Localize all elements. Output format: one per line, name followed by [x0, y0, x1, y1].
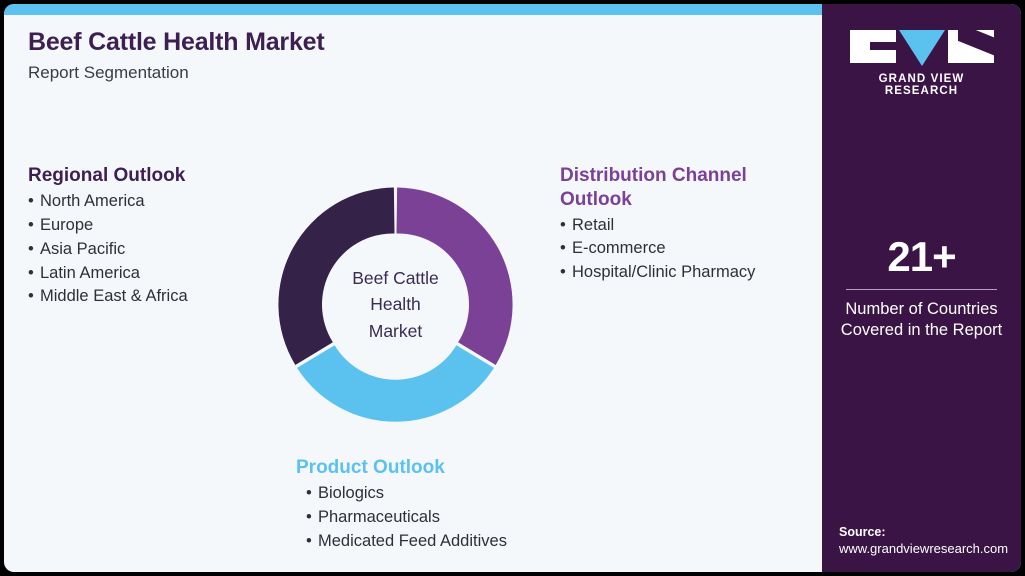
list-item: Retail [560, 214, 810, 238]
countries-stat-block: 21+ Number of Countries Covered in the R… [822, 236, 1021, 342]
donut-segment-distribution [396, 187, 513, 365]
page-title: Beef Cattle Health Market [28, 28, 325, 56]
brand-logo: GRAND VIEW RESEARCH [849, 30, 995, 97]
stat-label-line-1: Number of Countries [845, 300, 998, 318]
regional-outlook-list: North America Europe Asia Pacific Latin … [28, 190, 188, 310]
product-outlook-heading: Product Outlook [296, 457, 445, 478]
regional-outlook-heading: Regional Outlook [28, 165, 186, 186]
stat-value: 21+ [887, 233, 956, 280]
stat-label-line-2: Covered in the Report [840, 321, 1003, 340]
top-accent-bar [4, 4, 822, 15]
list-item: Asia Pacific [28, 238, 188, 262]
logo-v-triangle-icon [898, 30, 945, 66]
logo-g-icon [849, 30, 896, 63]
list-item: Biologics [296, 482, 507, 506]
header: Beef Cattle Health Market Report Segment… [28, 28, 728, 83]
segmentation-donut-chart: Beef Cattle Health Market [255, 164, 536, 445]
list-item: Latin America [28, 262, 188, 286]
list-item: Europe [28, 214, 188, 238]
source-url[interactable]: www.grandviewresearch.com [839, 541, 1009, 557]
stat-divider [846, 289, 997, 290]
source-title: Source: [839, 524, 886, 539]
page-subtitle: Report Segmentation [28, 62, 189, 82]
list-item: Hospital/Clinic Pharmacy [560, 261, 810, 285]
side-panel: GRAND VIEW RESEARCH 21+ Number of Countr… [822, 4, 1021, 572]
logo-wordmark: GRAND VIEW RESEARCH [878, 73, 965, 97]
donut-svg [278, 187, 513, 422]
regional-outlook-block: Regional Outlook North America Europe As… [28, 164, 188, 309]
distribution-channel-outlook-block: Distribution Channel Outlook Retail E-co… [560, 164, 810, 285]
stat-label: Number of Countries Covered in the Repor… [822, 299, 1021, 342]
donut-segment-product [297, 345, 494, 422]
donut-segment-regional [278, 187, 395, 365]
distribution-channel-outlook-list: Retail E-commerce Hospital/Clinic Pharma… [560, 214, 810, 286]
list-item: Medicated Feed Additives [296, 530, 507, 554]
list-item: E-commerce [560, 237, 810, 261]
source-block: Source: www.grandviewresearch.com [839, 524, 1008, 558]
product-outlook-block: Product Outlook Biologics Pharmaceutical… [296, 456, 507, 554]
list-item: Pharmaceuticals [296, 506, 507, 530]
infographic-card: Beef Cattle Health Market Report Segment… [4, 4, 1021, 572]
product-outlook-list: Biologics Pharmaceuticals Medicated Feed… [296, 482, 507, 554]
distribution-channel-outlook-heading: Distribution Channel Outlook [560, 165, 747, 210]
list-item: Middle East & Africa [28, 285, 188, 309]
logo-r-icon [947, 30, 994, 63]
logo-marks [849, 30, 995, 66]
list-item: North America [28, 190, 188, 214]
